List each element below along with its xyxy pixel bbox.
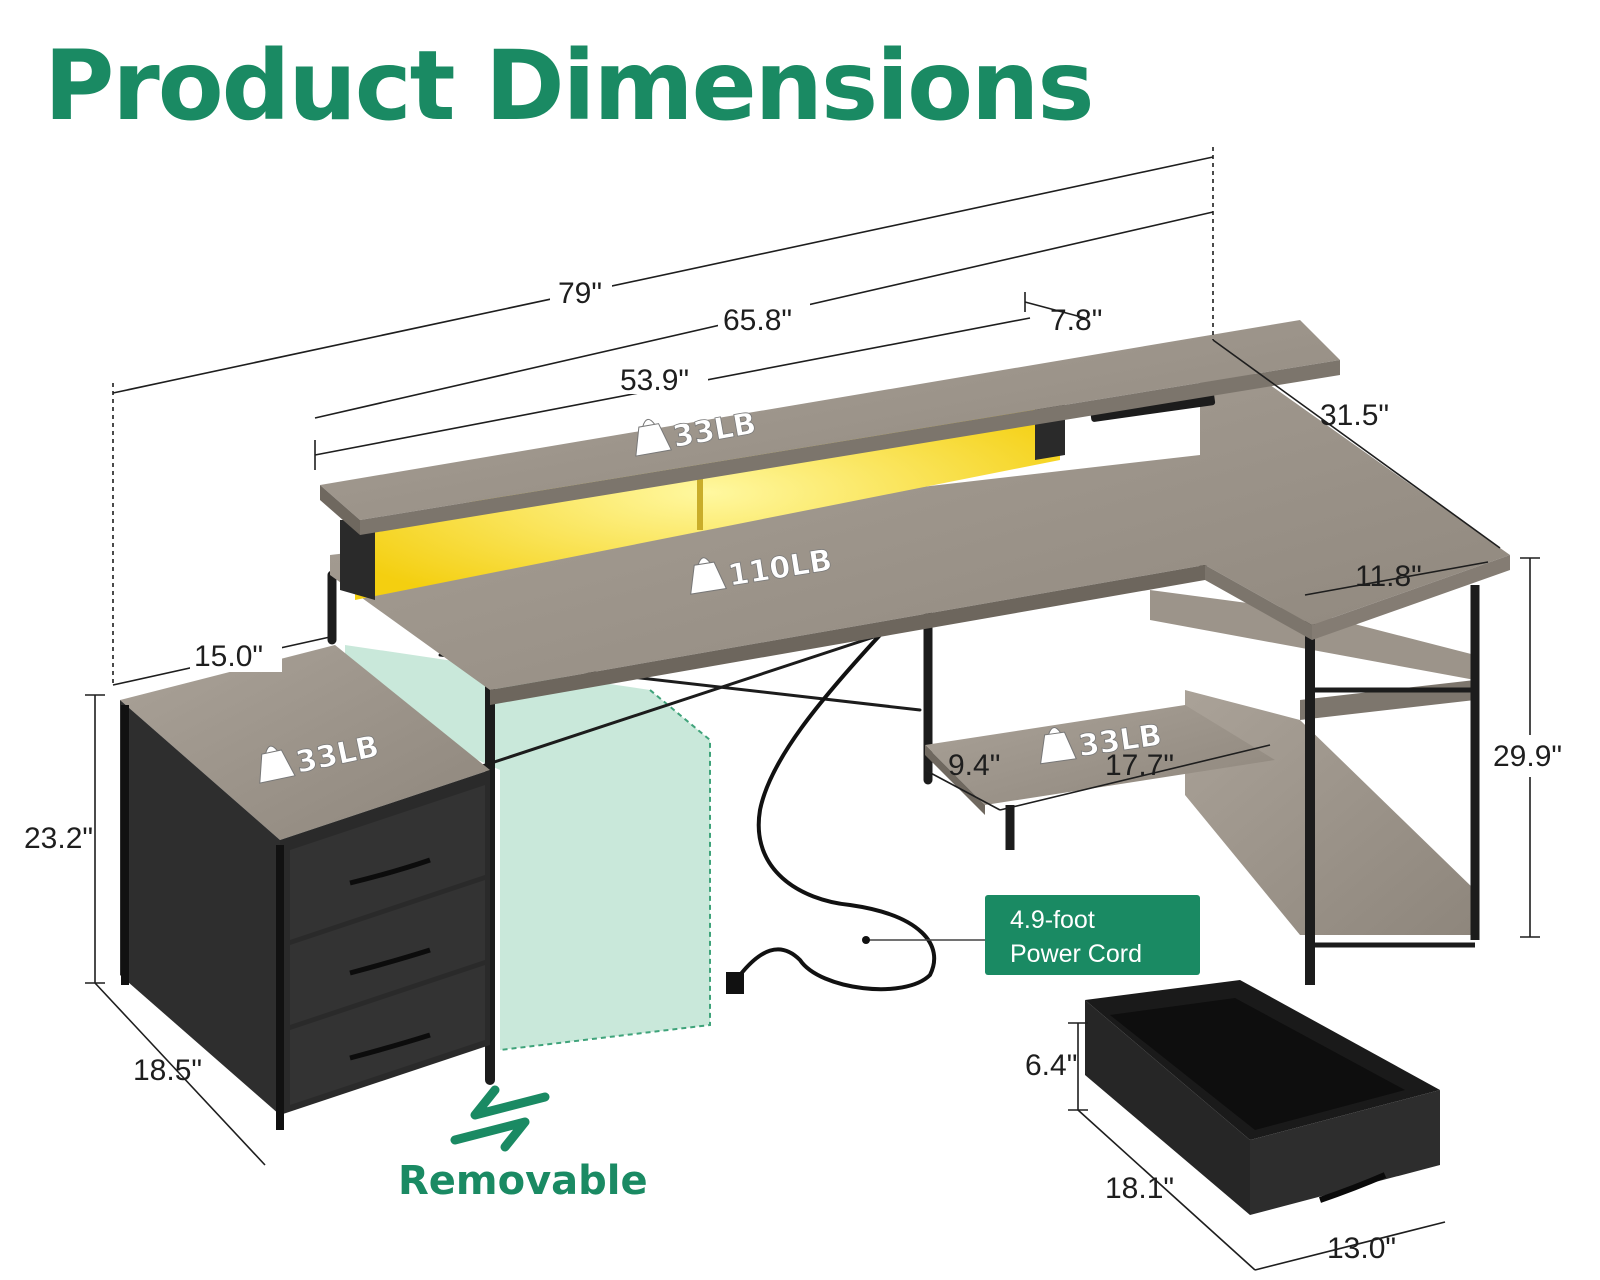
dim-desk-height: 29.9" [1493, 740, 1562, 773]
weight-icon [1040, 727, 1077, 765]
monitor-stand [320, 320, 1340, 600]
weight-icon [259, 745, 296, 784]
desktop-surface [330, 360, 1510, 705]
power-cord-callout: 4.9-foot Power Cord [985, 895, 1200, 975]
dim-cabinet-height: 23.2" [24, 822, 93, 855]
dim-return-shelf-depth: 11.8" [1355, 560, 1422, 593]
filing-cabinet [120, 645, 490, 1130]
dim-desk-width: 65.8" [723, 304, 792, 337]
dim-monitor-stand-width: 53.9" [620, 364, 689, 397]
power-cord-line1: 4.9-foot [1010, 906, 1095, 934]
dim-return-length: 31.5" [1320, 399, 1389, 432]
power-cord [726, 633, 985, 994]
weight-icon [690, 557, 728, 595]
dim-cabinet-depth: 18.5" [133, 1054, 202, 1087]
swap-arrows-icon [450, 1085, 550, 1152]
dim-lower-shelf-depth: 9.4" [948, 749, 1000, 782]
dim-cabinet-width: 15.0" [194, 640, 263, 673]
cabinet-drawers [290, 785, 485, 1105]
dim-monitor-stand-depth: 7.8" [1050, 304, 1102, 337]
removable-label: Removable [398, 1158, 648, 1204]
dim-drawer-length: 18.1" [1105, 1172, 1174, 1205]
dim-drawer-width: 13.0" [1327, 1232, 1396, 1265]
page-title: Product Dimensions [44, 30, 1094, 142]
removable-drawer [1085, 980, 1440, 1215]
weight-icon [635, 418, 673, 457]
dim-total-width: 79" [558, 277, 602, 310]
dim-lower-shelf-width: 17.7" [1105, 749, 1174, 782]
dimension-labels: 79" 65.8" 7.8" 53.9" 31.5" 11.8" 29.9" 1… [24, 274, 1585, 1265]
dim-drawer-height: 6.4" [1025, 1049, 1077, 1082]
power-cord-line2: Power Cord [1010, 940, 1142, 968]
removable-cabinet-ghost [345, 645, 711, 1051]
